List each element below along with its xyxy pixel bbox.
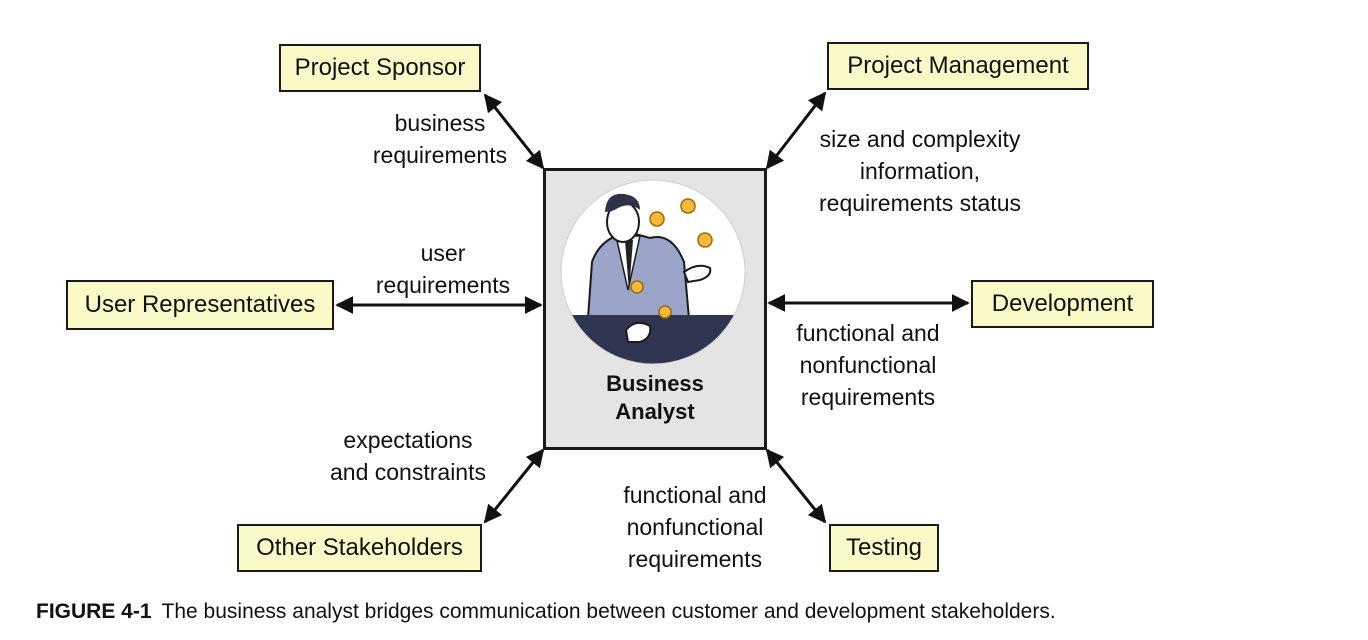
label-testing-line: functional and (623, 482, 767, 508)
label-users: user requirements (358, 237, 528, 301)
node-testing: Testing (829, 524, 939, 572)
connector-sponsor (483, 93, 545, 170)
label-users-line: requirements (375, 272, 511, 298)
label-management: size and complexity information, require… (800, 123, 1040, 219)
label-testing: functional and nonfunctional requirement… (605, 479, 785, 575)
connector-other (483, 448, 545, 524)
label-testing-line: nonfunctional (626, 514, 764, 540)
label-management-line: requirements status (819, 190, 1021, 216)
label-other-line: expectations (343, 427, 473, 453)
label-other: expectations and constraints (318, 424, 498, 488)
label-testing-line: requirements (627, 546, 763, 572)
label-development-line: nonfunctional (799, 352, 937, 378)
label-development: functional and nonfunctional requirement… (778, 317, 958, 413)
label-management-line: information, (859, 158, 981, 184)
label-sponsor-line: requirements (372, 142, 508, 168)
node-development: Development (971, 280, 1154, 328)
center-line-1: Business (606, 371, 704, 396)
center-line-2: Analyst (615, 399, 695, 424)
node-project-sponsor: Project Sponsor (279, 44, 481, 92)
node-project-management: Project Management (827, 42, 1089, 90)
connector-testing (765, 448, 827, 524)
connector-management (765, 91, 827, 170)
figure-number: FIGURE 4-1 (36, 600, 152, 623)
figure-caption-text: The business analyst bridges communicati… (161, 600, 1056, 623)
figure-caption: FIGURE 4-1 The business analyst bridges c… (36, 600, 1056, 624)
node-user-representatives: User Representatives (66, 280, 334, 330)
label-management-line: size and complexity (819, 126, 1021, 152)
label-development-line: requirements (800, 384, 936, 410)
node-other-stakeholders: Other Stakeholders (237, 524, 482, 572)
label-development-line: functional and (796, 320, 940, 346)
business-analyst-title: Business Analyst (543, 370, 767, 426)
label-users-line: user (420, 240, 466, 266)
label-other-line: and constraints (330, 459, 486, 485)
label-sponsor: business requirements (360, 107, 520, 171)
label-sponsor-line: business (394, 110, 486, 136)
